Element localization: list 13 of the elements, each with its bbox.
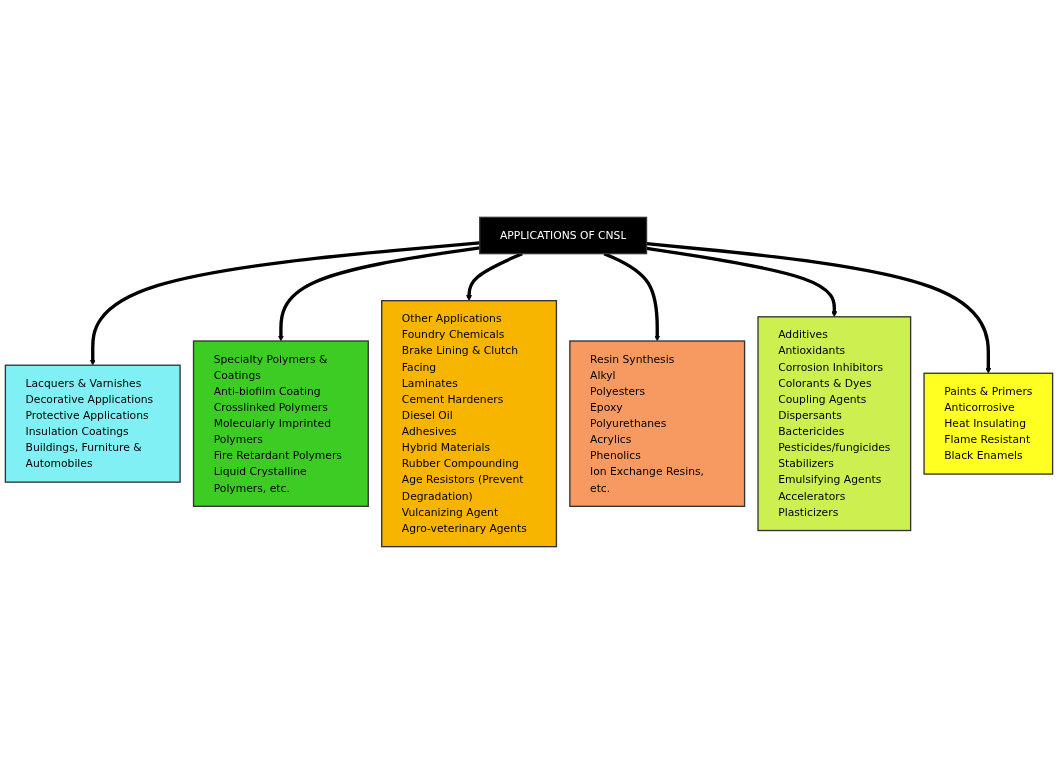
arrow xyxy=(466,252,523,301)
arrow xyxy=(603,252,661,342)
node-box: Resin Synthesis Alkyl Polyesters Epoxy Polyurethanes Acrylics Phenolics Ion Exchange Resins, etc. xyxy=(569,340,746,507)
node-box: Other Applications Foundry Chemicals Brake Lining & Clutch Facing Laminates Cement Hardeners Diesel Oil Adhesives Hybrid Materials Rubber Compounding Age Resistors (Prevent Degradation) Vulcanizing Agent Agro-veterinary Agents xyxy=(381,300,558,548)
arrow xyxy=(646,246,838,318)
node-box: APPLICATIONS OF CNSL xyxy=(479,216,648,255)
arrow xyxy=(277,246,480,342)
arrow xyxy=(89,241,480,366)
node-box: Lacquers & Varnishes Decorative Applications Protective Applications Insulation Coatings Buildings, Furniture & Automobiles xyxy=(4,364,181,483)
node-box: Paints & Primers Anticorrosive Heat Insulating Flame Resistant Black Enamels xyxy=(923,372,1054,475)
arrow xyxy=(646,242,992,374)
node-box: Specialty Polymers & Coatings Anti-biofilm Coating Crosslinked Polymers Molecularly Imprinted Polymers Fire Retardant Polymers Liquid Crystalline Polymers, etc. xyxy=(192,340,369,507)
node-box: Additives Antioxidants Corrosion Inhibitors Colorants & Dyes Coupling Agents Dispersants Bactericides Pesticides/fungicides Stabilizers Emulsifying Agents Accelerators Plasticizers xyxy=(757,316,912,532)
